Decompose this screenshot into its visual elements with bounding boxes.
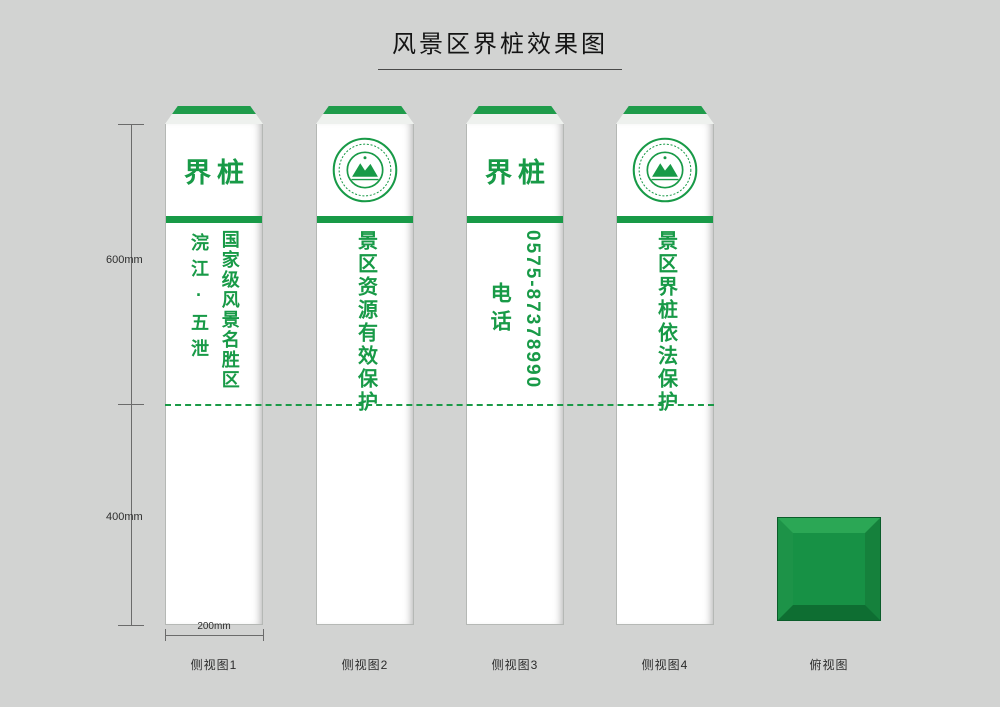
post-header: 界桩	[467, 124, 563, 216]
beveled-cap-face	[777, 517, 881, 621]
vertical-text-column: 景区界桩依法保护	[654, 230, 677, 414]
vertical-text-column: 浣江·五泄	[189, 233, 209, 365]
caption-side-view-2: 侧视图2	[341, 658, 389, 672]
post-side-view-3: 界桩 0575-87378990 电话	[466, 106, 564, 625]
post-cap	[316, 106, 414, 124]
divider-bar	[617, 216, 713, 223]
post-body: 0575-87378990 电话	[467, 223, 563, 624]
dimension-tick-middle	[118, 404, 144, 405]
vertical-text-column: 景区资源有效保护	[354, 230, 377, 414]
caption-top-view: 俯视图	[809, 658, 849, 672]
dimension-vertical-line	[131, 124, 132, 625]
dimension-tick-right	[263, 629, 264, 641]
post-header: 界桩	[166, 124, 262, 216]
vertical-text-column: 国家级风景名胜区	[219, 230, 240, 390]
dimension-label-600mm: 600mm	[106, 254, 143, 266]
dimension-label-200mm: 200mm	[197, 621, 231, 632]
national-park-logo-icon	[632, 137, 698, 203]
post-side-view-4: 景区界桩依法保护	[616, 106, 714, 625]
ground-level-dashed-line	[165, 404, 714, 406]
boundary-marker-label: 界桩	[184, 157, 250, 188]
post-header	[617, 124, 713, 216]
post-side-view-1: 界桩 国家级风景名胜区 浣江·五泄	[165, 106, 263, 625]
boundary-marker-label: 界桩	[485, 157, 551, 188]
national-park-logo-icon	[332, 137, 398, 203]
post-cap	[616, 106, 714, 124]
caption-side-view-4: 侧视图4	[641, 658, 689, 672]
post-body: 国家级风景名胜区 浣江·五泄	[166, 223, 262, 624]
dimension-label-400mm: 400mm	[106, 511, 143, 523]
phone-number-column: 0575-87378990	[521, 230, 543, 390]
divider-bar	[166, 216, 262, 223]
post-cap	[466, 106, 564, 124]
top-view-square	[777, 517, 881, 621]
dimension-tick-bottom	[118, 625, 144, 626]
post-cap	[165, 106, 263, 124]
post-face: 界桩 国家级风景名胜区 浣江·五泄	[165, 124, 263, 625]
post-body: 景区资源有效保护	[317, 223, 413, 624]
post-face: 界桩 0575-87378990 电话	[466, 124, 564, 625]
page-title: 风景区界桩效果图	[378, 24, 622, 70]
post-header	[317, 124, 413, 216]
post-face: 景区界桩依法保护	[616, 124, 714, 625]
divider-bar	[467, 216, 563, 223]
dimension-tick-top	[118, 124, 144, 125]
post-body: 景区界桩依法保护	[617, 223, 713, 624]
dimension-width-line	[165, 635, 263, 636]
caption-side-view-1: 侧视图1	[190, 658, 238, 672]
post-face: 景区资源有效保护	[316, 124, 414, 625]
caption-side-view-3: 侧视图3	[491, 658, 539, 672]
post-side-view-2: 景区资源有效保护	[316, 106, 414, 625]
divider-bar	[317, 216, 413, 223]
vertical-text-column: 电话	[488, 282, 512, 338]
